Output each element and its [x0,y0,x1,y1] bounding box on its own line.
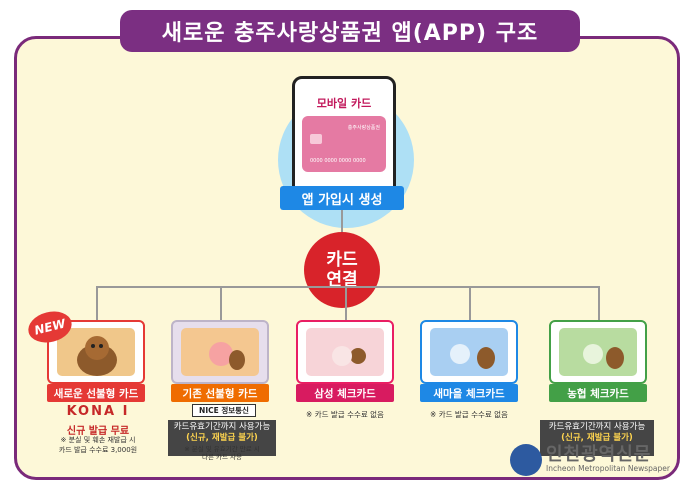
watermark-title: 인천광역신문 [546,444,652,465]
connector-branch-3 [345,286,347,320]
newspaper-logo-icon [510,444,542,476]
saemaeul-no-fee: ※ 카드 발급 수수료 없음 [430,410,508,419]
watermark-subtitle: Incheon Metropolitan Newspaper [546,464,670,473]
existing-usage-box: 카드유효기간까지 사용가능 (신규, 재발급 불가) [168,420,276,456]
card-label-nonghyup: 농협 체크카드 [549,384,647,402]
card-link-line1: 카드 [326,249,358,270]
samsung-card-image [306,328,384,376]
existing-card-note: ※ 분실 및 유효기간 만료 시 다른 카드 사용 [168,445,276,462]
existing-prepaid-card-image [181,328,259,376]
lost-note-line1: ※ 분실 및 훼손 재발급 시 [60,436,136,444]
mobile-card-image: 충주사랑상품권 0000 0000 0000 0000 [302,116,386,172]
lost-note-line2: 카드 발급 수수료 3,000원 [58,445,138,454]
existing-use-until: 카드유효기간까지 사용가능 [173,422,271,432]
diagram-title: 새로운 충주사랑상품권 앱(APP) 구조 [120,10,580,52]
nonghyup-no-reissue: (신규, 재발급 불가) [561,433,633,444]
nonghyup-use-until: 카드유효기간까지 사용가능 [548,422,646,432]
connector-horizontal [96,286,599,288]
card-box-saemaeul [420,320,518,384]
mobile-card-label: 모바일 카드 [316,97,372,110]
card-box-new-prepaid [47,320,145,384]
new-issue-free: 신규 발급 무료 [66,426,130,437]
card-label-existing-prepaid: 기존 선불형 카드 [171,384,269,402]
connector-branch-1 [96,286,98,320]
card-link-line2: 연결 [326,270,358,290]
app-join-label: 앱 가입시 생성 [280,186,404,210]
connector-top [341,210,343,234]
otter-mascot-icon [332,346,366,366]
saemaeul-card-image [430,328,508,376]
card-label-samsung: 삼성 체크카드 [296,384,394,402]
card-box-samsung [296,320,394,384]
mobile-card-number: 0000 0000 0000 0000 [310,158,366,164]
existing-note-line2: 다른 카드 사용 [201,453,242,462]
card-label-saemaeul: 새마을 체크카드 [420,384,518,402]
lost-card-note: ※ 분실 및 훼손 재발급 시 카드 발급 수수료 3,000원 [40,436,156,456]
kona-logo: KONA I [66,404,130,419]
card-label-new-prepaid: 새로운 선불형 카드 [47,384,145,402]
samsung-no-fee: ※ 카드 발급 수수료 없음 [306,410,384,419]
card-link-node: 카드 연결 [304,232,380,308]
nonghyup-usage-box: 카드유효기간까지 사용가능 (신규, 재발급 불가) [540,420,654,456]
card-box-existing-prepaid [171,320,269,384]
connector-branch-2 [220,286,222,320]
nonghyup-card-image [559,328,637,376]
otter-mascot-icon [77,336,117,376]
otter-mascot-icon [450,344,495,369]
otter-mascot-icon [583,344,624,369]
otter-mascot-icon [209,342,245,370]
card-chip [310,134,322,144]
connector-branch-4 [469,286,471,320]
card-box-nonghyup [549,320,647,384]
existing-note-line1: ※ 분실 및 유효기간 만료 시 [184,445,260,453]
nice-logo: NICE 정보통신 [192,404,256,417]
existing-no-reissue: (신규, 재발급 불가) [186,433,258,444]
newspaper-watermark: 인천광역신문 Incheon Metropolitan Newspaper [506,438,692,480]
mobile-card-name: 충주사랑상품권 [347,125,380,131]
new-prepaid-card-image [57,328,135,376]
connector-branch-5 [598,286,600,320]
